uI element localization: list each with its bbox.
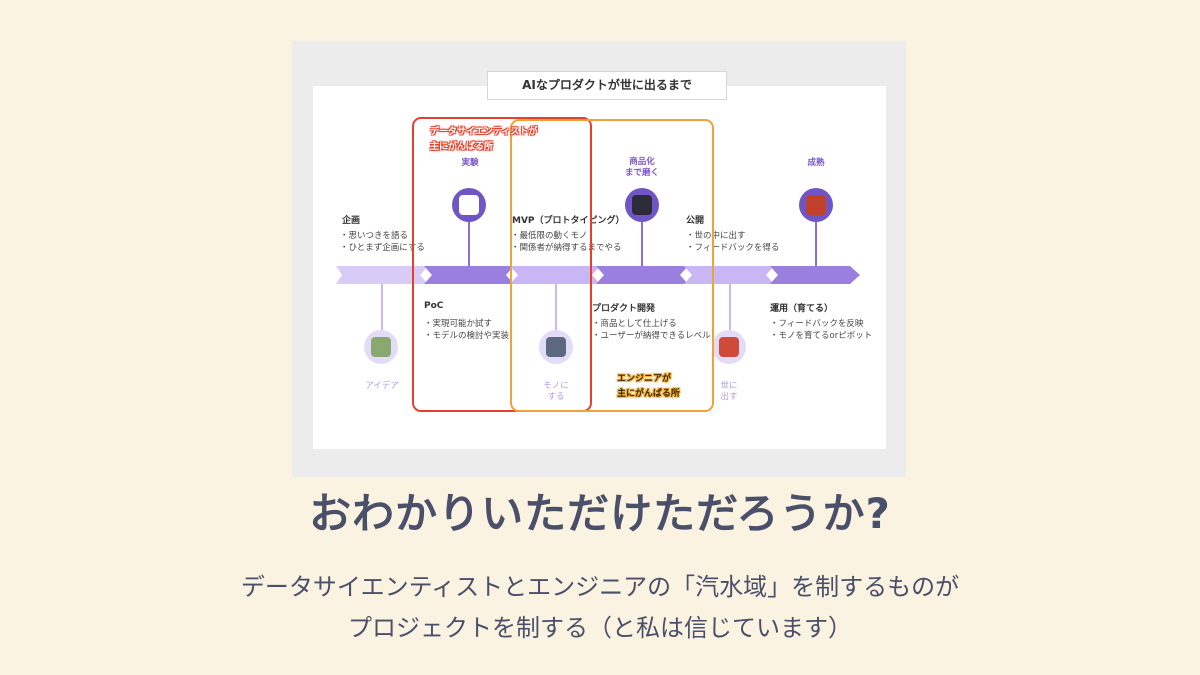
yoni-shop-icon <box>712 330 746 364</box>
stage-kikaku-bullet-2: ・ひとまず企画にする <box>340 243 425 253</box>
diagram-title: AIなプロダクトが世に出るまで <box>487 71 727 100</box>
arrow-seg-unyo <box>770 266 860 284</box>
stage-kokai-bullet-1: ・世の中に出す <box>686 231 746 241</box>
slide-subline-1: データサイエンティストとエンジニアの「汽水域」を制するものが <box>240 573 960 601</box>
connector-idea <box>381 284 383 330</box>
stage-kikaku-bullet-1: ・思いつきを語る <box>340 231 409 241</box>
stage-mvp-head: MVP（プロトタイピング） <box>512 216 625 226</box>
stage-unyo-head: 運用（育てる） <box>770 304 834 314</box>
label-yoni: 世に 出す <box>720 381 738 402</box>
connector-yoni <box>729 284 731 330</box>
shohinka-meeting-icon <box>625 188 659 222</box>
slide-subline-2: プロジェクトを制する（と私は信じています） <box>348 614 852 642</box>
stage-mvp-bullet-1: ・最低限の動くモノ <box>511 231 588 241</box>
stage-product-bullet-2: ・ユーザーが納得できるレベル <box>592 331 711 341</box>
arrow-seg-product <box>596 266 688 284</box>
label-shohinka: 商品化 まで磨く <box>624 157 659 178</box>
stage-product-bullet-1: ・商品として仕上げる <box>592 319 677 329</box>
stage-mvp-bullet-2: ・関係者が納得するまでやる <box>511 243 622 253</box>
connector-mono <box>555 284 557 330</box>
stage-kokai-head: 公開 <box>686 216 705 226</box>
jikken-scientist-icon <box>452 188 486 222</box>
stage-kokai-bullet-2: ・フィードバックを得る <box>686 243 780 253</box>
stage-poc-bullet-2: ・モデルの検討や実装 <box>424 331 510 341</box>
engineer-region-box <box>510 119 714 412</box>
arrow-seg-poc <box>424 266 514 284</box>
stage-poc-bullet-1: ・実現可能か試す <box>424 319 493 329</box>
stage-poc-head: PoC <box>424 301 444 311</box>
arrow-seg-kokai <box>684 266 774 284</box>
slide-headline: おわかりいただけただろうか? <box>309 489 891 538</box>
arrow-seg-mvp <box>510 266 600 284</box>
connector-seijuku <box>815 222 817 266</box>
stage-product-head: プロダクト開発 <box>592 304 656 314</box>
engineer-callout: エンジニアが 主にがんばる所 <box>617 374 680 399</box>
connector-shohinka <box>641 222 643 266</box>
kikaku-avatar-icon <box>364 330 398 364</box>
connector-jikken <box>468 222 470 266</box>
label-jikken: 実験 <box>461 158 479 168</box>
mono-team-icon <box>539 330 573 364</box>
label-idea: アイデア <box>365 381 399 391</box>
stage-unyo-bullet-1: ・フィードバックを反映 <box>770 319 864 329</box>
seijuku-store-icon <box>799 188 833 222</box>
arrow-seg-kikaku <box>336 266 428 284</box>
stage-unyo-bullet-2: ・モノを育てるorピボット <box>770 331 873 341</box>
data-scientist-region-box <box>412 117 592 412</box>
label-seijuku: 成熟 <box>807 158 825 168</box>
data-scientist-callout: データサイエンティストが 主にがんばる所 <box>430 127 538 152</box>
stage-kikaku-head: 企画 <box>342 216 361 226</box>
label-mono: モノに する <box>543 381 569 402</box>
